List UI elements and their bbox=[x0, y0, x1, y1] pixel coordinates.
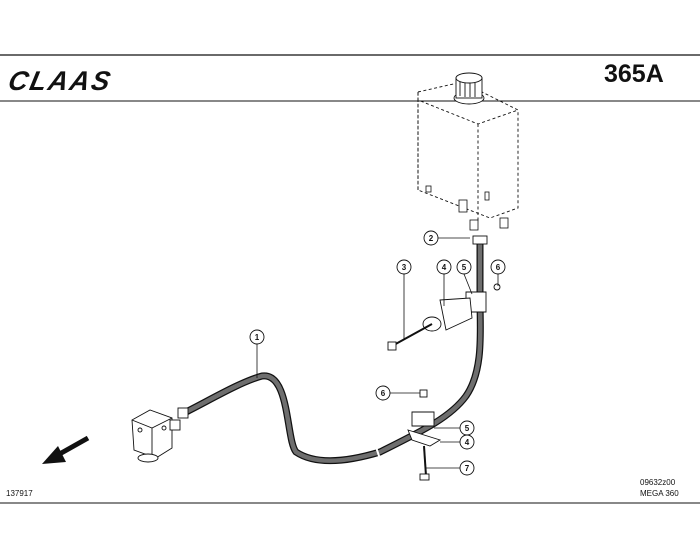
hose-top-nut bbox=[472, 235, 488, 245]
callout-3-circle bbox=[396, 259, 412, 275]
callout-6-lower: 6 bbox=[381, 389, 386, 398]
hose-break bbox=[375, 446, 381, 460]
hose-outer bbox=[184, 240, 484, 465]
callout-5-upper: 5 bbox=[462, 263, 467, 272]
brand-logo: CLAAS bbox=[6, 65, 115, 96]
direction-arrow bbox=[42, 435, 90, 464]
hose-assembly bbox=[184, 240, 484, 465]
tank-fittings bbox=[425, 185, 509, 231]
model-name: MEGA 360 bbox=[640, 489, 679, 498]
page-number: 365A bbox=[604, 60, 664, 88]
callout-4-upper-circle bbox=[436, 259, 452, 275]
callout-4-upper: 4 bbox=[442, 263, 447, 272]
callout-circles bbox=[249, 230, 506, 476]
callout-1-circle bbox=[249, 329, 265, 345]
callout-1: 1 bbox=[255, 333, 260, 342]
drawing-code: 137917 bbox=[6, 489, 33, 498]
callout-2: 2 bbox=[429, 234, 434, 243]
callout-7-circle bbox=[459, 460, 475, 476]
callout-6-upper: 6 bbox=[496, 263, 501, 272]
lower-clamp-assembly bbox=[407, 389, 442, 481]
hydraulic-pump bbox=[131, 407, 189, 463]
callout-7: 7 bbox=[465, 464, 470, 473]
callout-4-lower: 4 bbox=[465, 438, 470, 447]
callout-leaders bbox=[256, 237, 499, 469]
callout-3: 3 bbox=[402, 263, 407, 272]
callout-5-lower: 5 bbox=[465, 424, 470, 433]
callout-6-upper-circle bbox=[490, 259, 506, 275]
callout-6-lower-circle bbox=[375, 385, 391, 401]
callout-4-lower-circle bbox=[459, 434, 475, 450]
image-ref: 09632z00 bbox=[640, 478, 676, 487]
callout-2-circle bbox=[423, 230, 439, 246]
callout-5-upper-circle bbox=[456, 259, 472, 275]
filler-cap bbox=[453, 72, 485, 105]
upper-clamp-assembly bbox=[387, 283, 501, 351]
hose-inner bbox=[184, 240, 483, 463]
